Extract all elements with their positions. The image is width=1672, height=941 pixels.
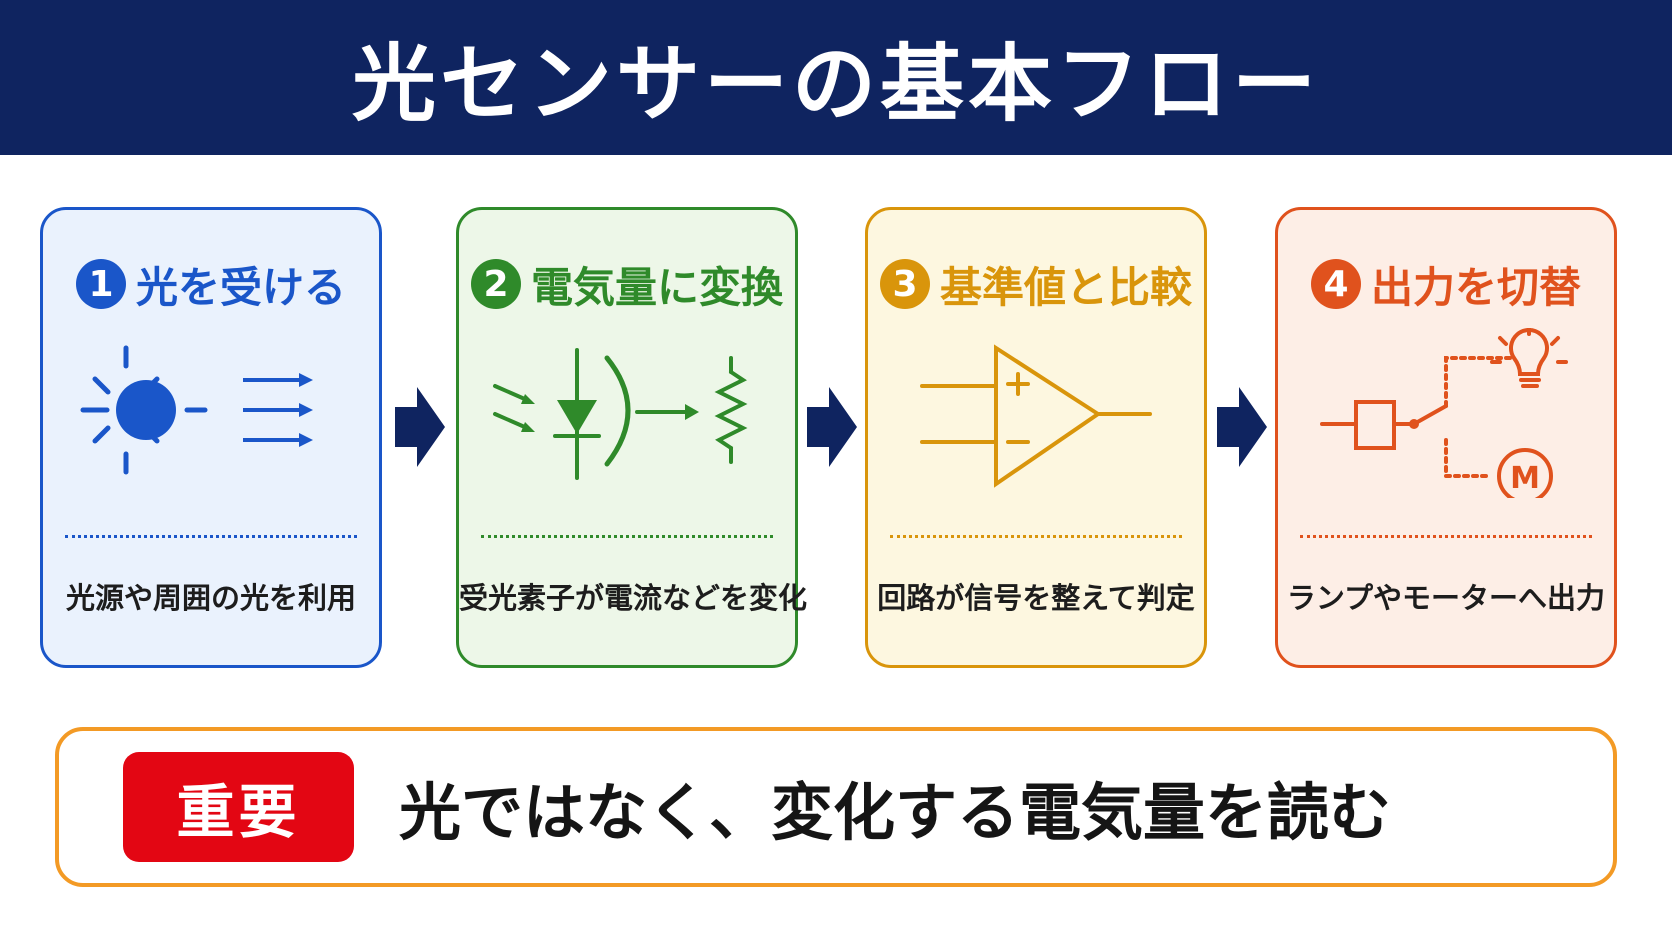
important-note-text: 光ではなく、変化する電気量を読む	[399, 776, 1392, 849]
motor-label: M	[1510, 461, 1540, 496]
flow-arrow-1	[395, 387, 445, 467]
step-card-3: 3 基準値と比較 回路が信号を整えて判定	[865, 207, 1207, 668]
step-number: 4	[1310, 259, 1361, 309]
photodiode-icon	[493, 348, 748, 480]
divider	[1300, 535, 1592, 538]
step-card-2: 2 電気量に変換 受光素子が電流などを変化	[456, 207, 808, 668]
page-title: 光センサーの基本フロー	[351, 35, 1320, 133]
title-bar: 光センサーの基本フロー	[0, 0, 1672, 155]
step-header: 2 電気量に変換	[459, 254, 795, 314]
step-number: 1	[75, 259, 126, 309]
step-title: 出力を切替	[1370, 262, 1581, 312]
important-note: 重要 光ではなく、変化する電気量を読む	[55, 727, 1617, 887]
step-title: 電気量に変換	[530, 262, 783, 312]
divider	[481, 535, 773, 538]
step-card-1: 1 光を受ける 光源や周囲の光を利用	[40, 207, 382, 668]
step-title: 基準値と比較	[939, 262, 1192, 312]
step-description: 受光素子が電流などを変化	[459, 581, 808, 615]
step-title: 光を受ける	[135, 262, 346, 312]
flow-arrow-3	[1217, 387, 1267, 467]
important-badge: 重要	[123, 752, 354, 862]
divider	[890, 535, 1182, 538]
step-header: 1 光を受ける	[43, 254, 379, 314]
divider	[65, 535, 357, 538]
step-card-4: 4 出力を切替 M ランプやモーターへ出力	[1275, 207, 1617, 668]
sun-icon	[80, 345, 313, 475]
comparator-icon	[920, 344, 1152, 488]
step-number: 3	[879, 259, 930, 309]
step-header: 4 出力を切替	[1278, 254, 1614, 314]
step-description: 光源や周囲の光を利用	[65, 581, 356, 615]
step-number: 2	[470, 259, 521, 309]
output-switch-icon: M	[1320, 328, 1568, 498]
step-header: 3 基準値と比較	[868, 254, 1204, 314]
step-description: 回路が信号を整えて判定	[877, 581, 1195, 615]
step-description: ランプやモーターへ出力	[1286, 581, 1606, 615]
flow-arrow-2	[807, 387, 857, 467]
